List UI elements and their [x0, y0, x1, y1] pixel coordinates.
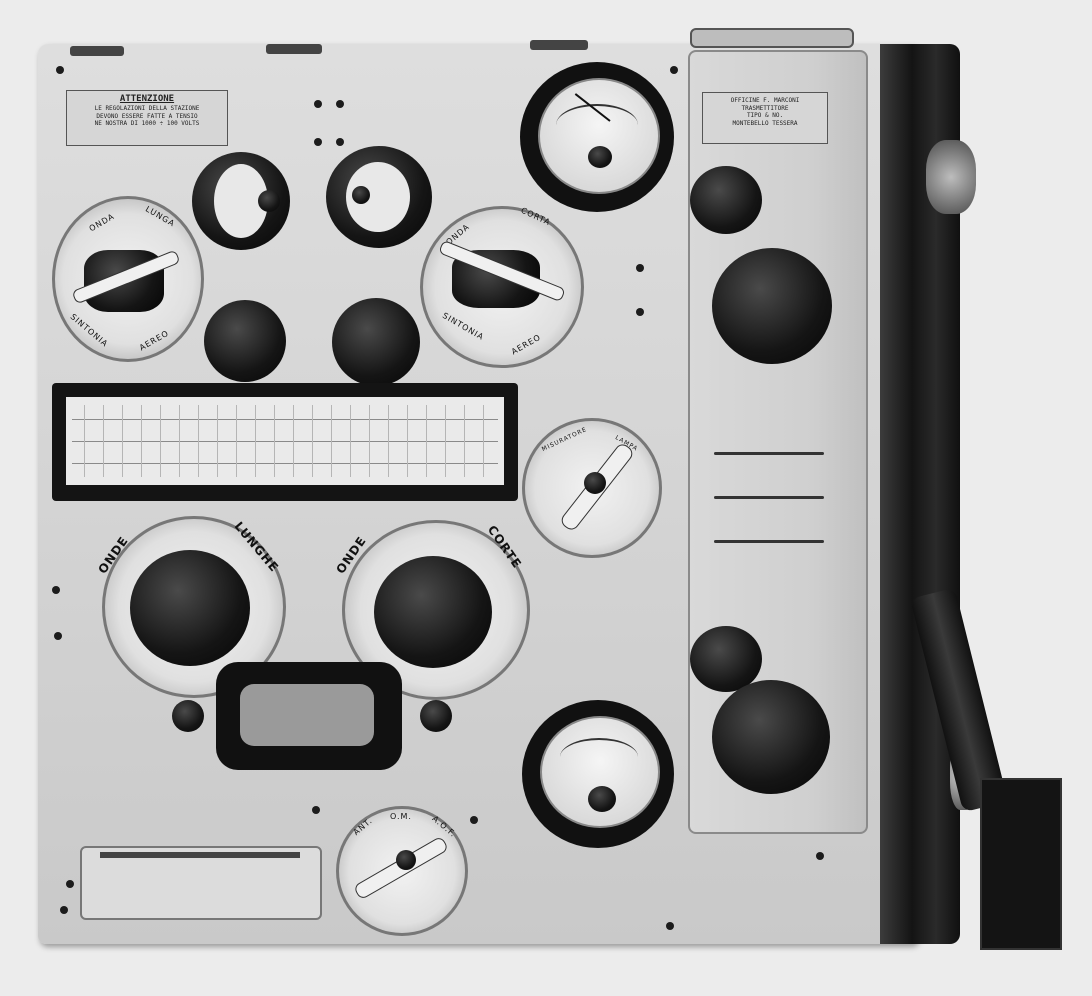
top-meter-pivot — [588, 146, 612, 168]
vent-slot — [714, 496, 824, 499]
frequency-scale-tick — [426, 405, 427, 477]
warning-line-1: LE REGOLAZIONI DELLA STAZIONE — [94, 105, 200, 113]
panel-screw — [470, 816, 478, 824]
frequency-scale-window — [66, 397, 504, 485]
frequency-scale-tick — [483, 405, 484, 477]
warning-plate: ATTENZIONE LE REGOLAZIONI DELLA STAZIONE… — [66, 90, 228, 146]
maker-line-4: MONTEBELLO TESSERA — [732, 119, 798, 127]
frequency-scale-tick — [350, 405, 351, 477]
jack-right[interactable] — [420, 700, 452, 732]
frequency-scale-tick — [407, 405, 408, 477]
frequency-scale-tick — [369, 405, 370, 477]
short-wave-tuning-knob[interactable] — [374, 556, 492, 668]
frequency-scale-tick — [445, 405, 446, 477]
side-large-knob-top[interactable] — [712, 248, 832, 364]
panel-screw — [666, 922, 674, 930]
panel-screw — [636, 308, 644, 316]
frequency-scale-tick — [293, 405, 294, 477]
panel-screw — [52, 586, 60, 594]
side-small-knob-bottom[interactable] — [690, 626, 762, 692]
top-latch — [266, 44, 322, 54]
frequency-scale-tick — [217, 405, 218, 477]
side-connector-box[interactable] — [980, 778, 1062, 950]
jack-left[interactable] — [172, 700, 204, 732]
panel-screw — [312, 806, 320, 814]
panel-screw — [314, 100, 322, 108]
frequency-scale-tick — [160, 405, 161, 477]
antenna-selector-hub — [396, 850, 416, 870]
top-meter-scale — [556, 104, 638, 146]
frequency-scale-tick — [388, 405, 389, 477]
frequency-scale-line — [72, 463, 498, 464]
tuning-knob-left[interactable] — [204, 300, 286, 382]
frequency-scale-tick — [331, 405, 332, 477]
frequency-scale-tick — [141, 405, 142, 477]
top-latch — [70, 46, 124, 56]
frequency-scale-tick — [103, 405, 104, 477]
side-small-knob-top[interactable] — [690, 166, 762, 234]
frequency-scale-line — [72, 441, 498, 442]
frequency-scale-tick — [198, 405, 199, 477]
panel-screw — [314, 138, 322, 146]
bottom-meter-scale — [560, 738, 638, 776]
maker-line-2: TRASMETTITORE — [741, 104, 789, 112]
antenna-selector-label-om: O.M. — [390, 812, 412, 821]
side-large-knob-bottom[interactable] — [712, 680, 830, 794]
accessory-tray[interactable] — [80, 846, 322, 920]
bottom-meter-pivot — [588, 786, 616, 812]
center-window-glass — [240, 684, 374, 746]
panel-screw — [670, 66, 678, 74]
maker-line-3: TIPO & NO. — [746, 112, 784, 119]
frequency-scale-line — [72, 419, 498, 420]
panel-screw — [54, 632, 62, 640]
indicator-window-right-dot — [352, 186, 370, 204]
warning-title: ATTENZIONE — [119, 94, 175, 104]
tuning-knob-right[interactable] — [332, 298, 420, 386]
panel-screw — [636, 264, 644, 272]
maker-plate: OFFICINE F. MARCONI TRASMETTITORE TIPO &… — [702, 92, 828, 144]
side-mount-wingnut[interactable] — [926, 140, 976, 214]
frequency-scale-tick — [255, 405, 256, 477]
panel-screw — [336, 138, 344, 146]
accessory-tray-slot — [100, 852, 300, 858]
vent-slot — [714, 452, 824, 455]
frequency-scale-tick — [122, 405, 123, 477]
panel-screw — [56, 66, 64, 74]
maker-line-1: OFFICINE F. MARCONI — [730, 97, 800, 104]
carry-handle[interactable] — [690, 28, 854, 48]
panel-screw — [66, 880, 74, 888]
indicator-window-left-dot — [258, 190, 280, 212]
top-latch — [530, 40, 588, 50]
panel-screw — [816, 852, 824, 860]
frequency-scale-tick — [84, 405, 85, 477]
warning-line-2: DEVONO ESSERE FATTE A TENSIO — [96, 112, 198, 120]
meter-selector-hub — [584, 472, 606, 494]
frequency-scale-tick — [179, 405, 180, 477]
frequency-scale-tick — [274, 405, 275, 477]
vent-slot — [714, 540, 824, 543]
long-wave-tuning-knob[interactable] — [130, 550, 250, 666]
frequency-scale-tick — [464, 405, 465, 477]
frequency-scale-tick — [236, 405, 237, 477]
panel-screw — [60, 906, 68, 914]
panel-screw — [336, 100, 344, 108]
warning-line-3: NE NOSTRA DI 1000 ÷ 100 VOLTS — [94, 120, 200, 128]
frequency-scale-tick — [312, 405, 313, 477]
